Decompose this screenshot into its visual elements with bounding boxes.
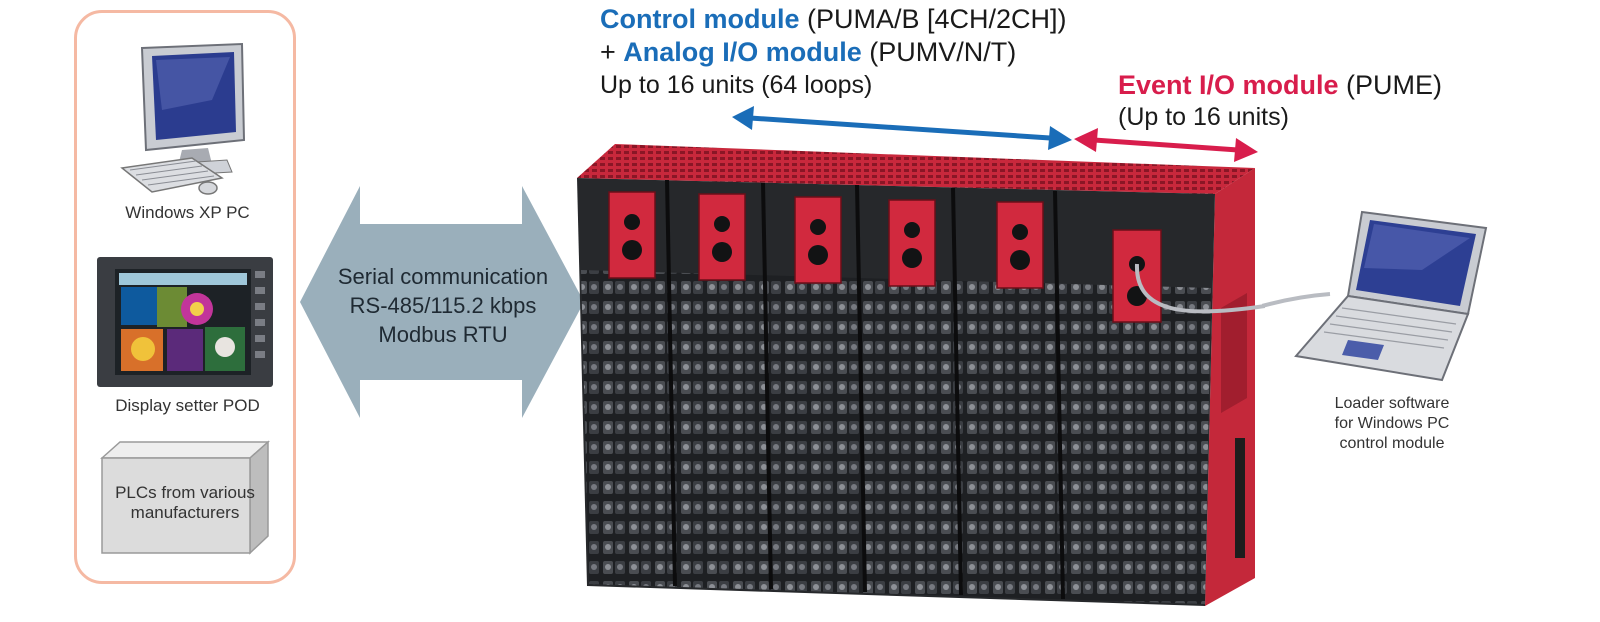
analog-module-title: Analog I/O module [623, 37, 862, 67]
loader-line-2: for Windows PC [1334, 415, 1450, 432]
event-module-title: Event I/O module [1118, 70, 1339, 100]
control-span-arrow [732, 106, 1072, 150]
event-units-text: (Up to 16 units) [1118, 103, 1289, 131]
comm-line-3: Modbus RTU [378, 322, 508, 347]
desktop-pc-icon [120, 42, 246, 195]
loader-line-1: Loader software [1334, 395, 1450, 412]
control-module-models: (PUMA/B [4CH/2CH]) [799, 4, 1067, 34]
plc-box-icon [100, 440, 270, 555]
device-label-pc: Windows XP PC [125, 203, 250, 222]
event-span-arrow [1074, 128, 1258, 162]
event-module-model: (PUME) [1338, 70, 1443, 100]
comm-line-2: RS-485/115.2 kbps [349, 293, 537, 318]
comm-line-1: Serial communication [337, 264, 549, 289]
analog-module-heading: + Analog I/O module (PUMV/N/T) [600, 36, 1016, 68]
device-label-display: Display setter POD [115, 396, 260, 415]
control-module-title: Control module [600, 4, 800, 34]
loader-line-3: control module [1339, 435, 1445, 452]
control-module-heading: Control module (PUMA/B [4CH/2CH]) [600, 3, 1067, 35]
plus-sign: + [600, 37, 624, 67]
serial-communication-arrow [300, 186, 584, 418]
connected-devices-panel [74, 10, 296, 584]
event-module-heading: Event I/O module (PUME) [1118, 69, 1442, 101]
module-span-arrows [732, 106, 1258, 162]
analog-module-models: (PUMV/N/T) [861, 37, 1017, 67]
touch-display-icon [97, 257, 273, 387]
loader-software-caption: Loader software for Windows PC control m… [1302, 394, 1482, 454]
serial-communication-text: Serial communication RS-485/115.2 kbps M… [303, 262, 583, 349]
laptop-icon [1294, 210, 1488, 382]
controller-rack-image [577, 144, 1265, 606]
control-units-text: Up to 16 units (64 loops) [600, 71, 873, 99]
device-label-plc: PLCs from various manufacturers [115, 483, 255, 522]
loader-cable [1262, 292, 1331, 308]
